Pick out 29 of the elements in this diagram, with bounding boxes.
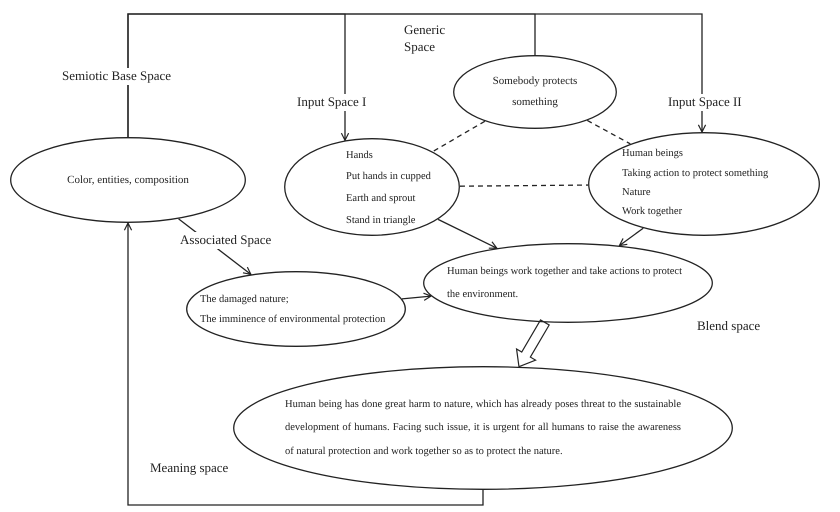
arrow <box>124 222 484 506</box>
node-text: Earth and sprout <box>346 192 416 206</box>
dashed-line <box>432 120 486 152</box>
node-text: Human beings work together and take actions to protect the environment. <box>447 264 684 302</box>
node-text: The imminence of environmental protection <box>200 313 386 327</box>
space-label: Associated Space <box>180 232 272 249</box>
node-text: The damaged nature; <box>200 292 290 307</box>
dashed-line <box>460 184 588 187</box>
node-text: Taking action to protect something <box>622 166 770 181</box>
node-text: Human beings <box>622 147 684 162</box>
arrow <box>127 13 706 137</box>
arrow <box>438 218 498 249</box>
space-label: Meaning space <box>150 460 228 477</box>
node-text: Work together <box>622 205 684 220</box>
space-label: Semiotic Base Space <box>62 68 172 85</box>
node-text: Hands <box>346 148 374 163</box>
node-text: Somebody protects something <box>492 74 578 110</box>
node-text: Put hands in cupped <box>346 170 432 184</box>
arrow <box>618 228 644 246</box>
space-label: Input Space I <box>297 94 366 111</box>
node-text: Stand in triangle <box>346 214 416 228</box>
node-text: Nature <box>622 186 652 200</box>
dashed-line <box>587 120 631 144</box>
node-text: Color, entities, composition <box>66 172 190 188</box>
arrow <box>402 292 432 301</box>
node-text: Human being has done great harm to nature, which has already poses threat to the sustainable development of humans. Facing such issue, it is urgent for all humans to raise the awareness of natural protection and work together so as to protect the nature. <box>285 398 681 459</box>
block-arrow <box>516 319 550 368</box>
space-label: Blend space <box>697 318 760 335</box>
space-label: Input Space II <box>668 94 742 111</box>
